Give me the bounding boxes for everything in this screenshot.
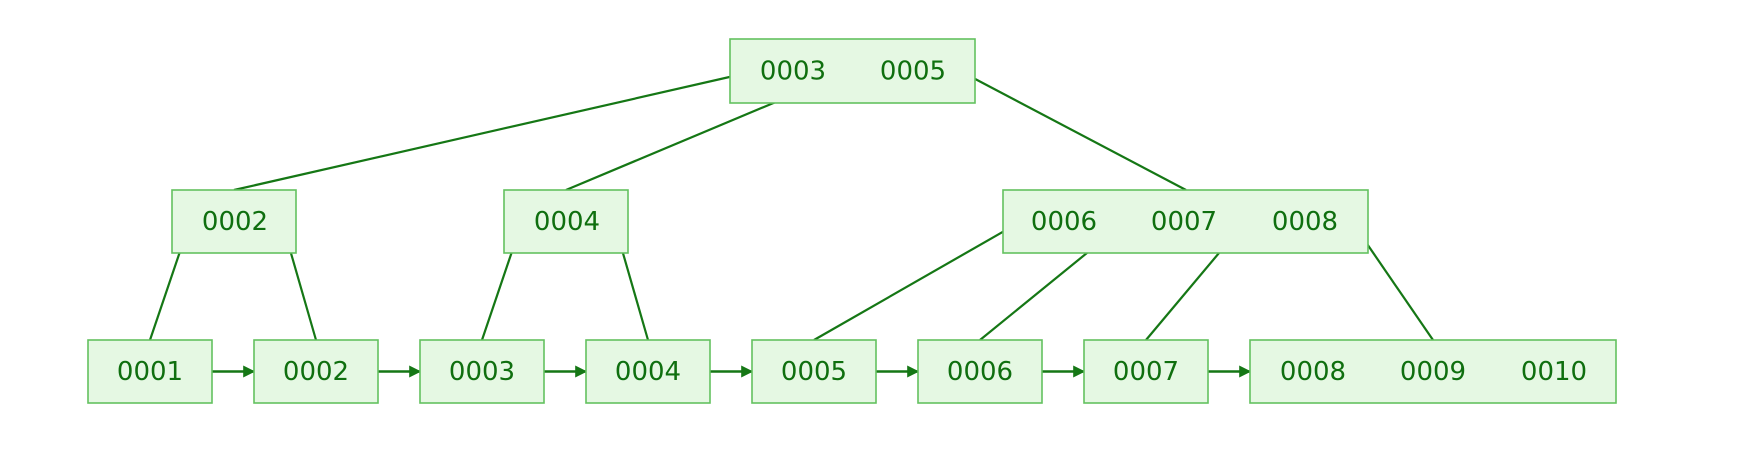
node-leaf-2: 0002 bbox=[253, 339, 379, 404]
node-key: 0003 bbox=[760, 57, 826, 87]
node-key: 0004 bbox=[615, 357, 681, 387]
node-box-leaf-4 bbox=[585, 339, 711, 404]
edge-root-to-internal-1 bbox=[233, 71, 748, 192]
node-key: 0006 bbox=[1031, 207, 1097, 237]
node-box-leaf-6 bbox=[917, 339, 1043, 404]
node-key: 0008 bbox=[1272, 207, 1338, 237]
node-key: 0001 bbox=[117, 357, 183, 387]
edge-root-to-internal-3 bbox=[959, 70, 1187, 191]
node-box-internal-3 bbox=[1002, 189, 1369, 254]
node-key: 0008 bbox=[1280, 357, 1346, 387]
node-key: 0002 bbox=[202, 207, 268, 237]
node-leaf-6: 0006 bbox=[917, 339, 1043, 404]
node-box-leaf-8 bbox=[1249, 339, 1617, 404]
node-box-internal-2 bbox=[503, 189, 629, 254]
node-key: 0007 bbox=[1151, 207, 1217, 237]
node-key: 0010 bbox=[1521, 357, 1587, 387]
node-leaf-1: 0001 bbox=[87, 339, 213, 404]
node-box-internal-1 bbox=[171, 189, 297, 254]
node-box-leaf-5 bbox=[751, 339, 877, 404]
edge-internal-3-to-leaf-5 bbox=[813, 221, 1021, 341]
node-box-leaf-3 bbox=[419, 339, 545, 404]
node-leaf-7: 0007 bbox=[1083, 339, 1209, 404]
node-box-leaf-2 bbox=[253, 339, 379, 404]
node-key: 0003 bbox=[449, 357, 515, 387]
node-box-root bbox=[729, 38, 976, 104]
node-key: 0005 bbox=[781, 357, 847, 387]
node-leaf-3: 0003 bbox=[419, 339, 545, 404]
tree-nodes: 0003 0005 0002 0004 0006 0007 0008 0001 0002 0003… bbox=[87, 38, 1617, 404]
node-internal-2: 0004 bbox=[503, 189, 629, 254]
node-box-leaf-7 bbox=[1083, 339, 1209, 404]
node-key: 0002 bbox=[283, 357, 349, 387]
node-root: 0003 0005 bbox=[729, 38, 976, 104]
node-key: 0005 bbox=[880, 57, 946, 87]
node-leaf-8: 0008 0009 0010 bbox=[1249, 339, 1617, 404]
node-box-leaf-1 bbox=[87, 339, 213, 404]
node-internal-3: 0006 0007 0008 bbox=[1002, 189, 1369, 254]
node-key: 0007 bbox=[1113, 357, 1179, 387]
node-key: 0009 bbox=[1400, 357, 1466, 387]
node-key: 0006 bbox=[947, 357, 1013, 387]
node-leaf-5: 0005 bbox=[751, 339, 877, 404]
node-internal-1: 0002 bbox=[171, 189, 297, 254]
node-key: 0004 bbox=[534, 207, 600, 237]
node-leaf-4: 0004 bbox=[585, 339, 711, 404]
